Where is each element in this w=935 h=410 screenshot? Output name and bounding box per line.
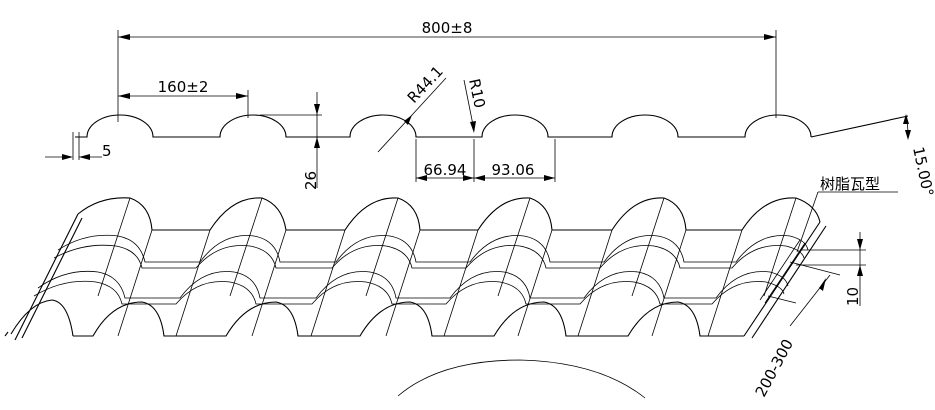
dim-segment-a-label: 66.94 (424, 161, 467, 179)
dim-step-height-label: 10 (844, 287, 862, 306)
dimension-total-width: 800±8 (117, 19, 777, 122)
dimension-pitch: 160±2 (118, 78, 249, 118)
product-label: 树脂瓦型 (820, 175, 880, 193)
dim-height-label: 26 (302, 171, 320, 190)
product-label-callout: 树脂瓦型 (796, 175, 898, 253)
dim-total-width-label: 800±8 (422, 19, 473, 37)
dimension-segments: 66.94 93.06 (415, 139, 556, 182)
dimension-height: 26 (260, 92, 330, 190)
dim-small-radius-label: R10 (465, 77, 489, 110)
dim-pitch-label: 160±2 (158, 78, 209, 96)
dim-flat-offset-label: 5 (102, 142, 112, 160)
dim-segment-b-label: 93.06 (492, 161, 535, 179)
dimension-angle: 15.00° (903, 114, 935, 198)
dim-angle-label: 15.00° (909, 145, 935, 198)
cross-section-profile (75, 114, 909, 138)
dimension-flat-offset: 5 (45, 132, 112, 160)
detail-circle-arc (397, 359, 646, 399)
dim-step-spacing-label: 200-300 (752, 336, 797, 400)
dimension-step-height: 10 (796, 232, 866, 306)
dimension-step-spacing: 200-300 (752, 261, 841, 400)
dimension-large-radius: R44.1 (377, 62, 447, 153)
tile-3d-view (4, 197, 827, 341)
dimension-small-radius: R10 (463, 77, 489, 133)
